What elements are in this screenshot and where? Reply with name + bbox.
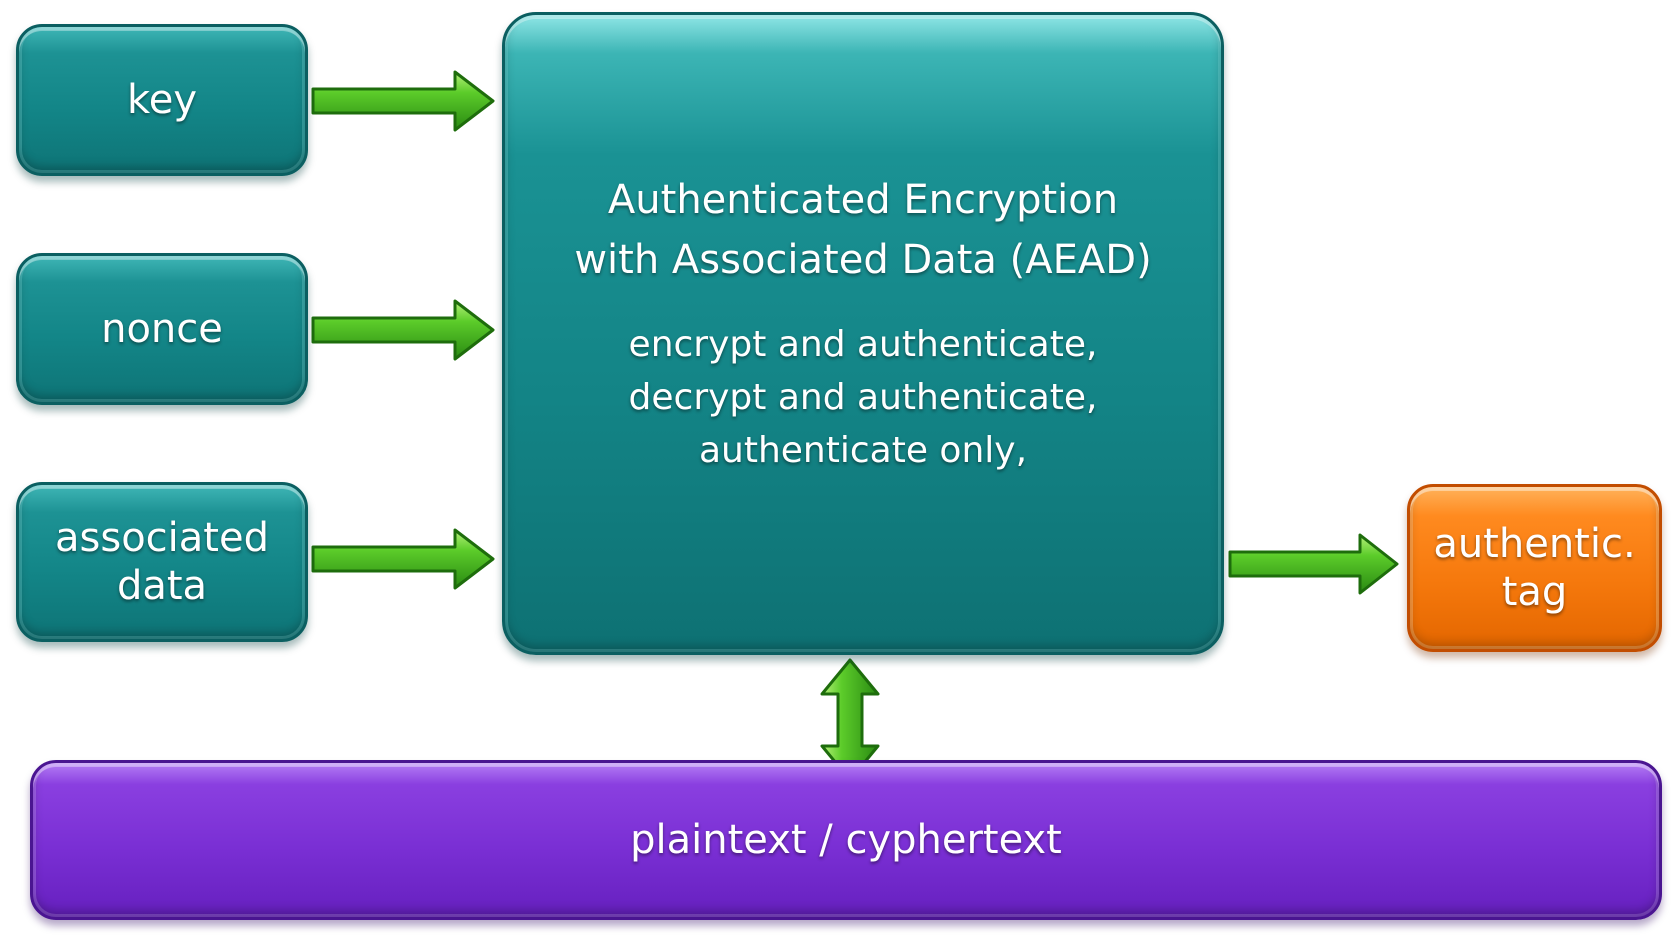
- key-label: key: [126, 77, 198, 123]
- plaintext-cyphertext-bar: plaintext / cyphertext: [30, 760, 1662, 920]
- key-box: key: [16, 24, 308, 176]
- authentic-tag-label: authentic. tag: [1433, 521, 1636, 615]
- plaintext-cyphertext-label: plaintext / cyphertext: [630, 817, 1062, 863]
- arrow-key-to-aead: [311, 70, 495, 132]
- associated-data-label: associated data: [55, 515, 269, 609]
- nonce-box: nonce: [16, 253, 308, 405]
- aead-box: Authenticated Encryption with Associated…: [502, 12, 1224, 655]
- arrow-nonce-to-aead: [311, 299, 495, 361]
- arrow-aead-to-tag: [1228, 533, 1399, 595]
- aead-operations: encrypt and authenticate, decrypt and au…: [628, 324, 1098, 471]
- aead-title: Authenticated Encryption with Associated…: [574, 177, 1152, 283]
- authentic-tag-box: authentic. tag: [1407, 484, 1662, 652]
- arrow-associated-data-to-aead: [311, 528, 495, 590]
- nonce-label: nonce: [101, 306, 223, 352]
- associated-data-box: associated data: [16, 482, 308, 642]
